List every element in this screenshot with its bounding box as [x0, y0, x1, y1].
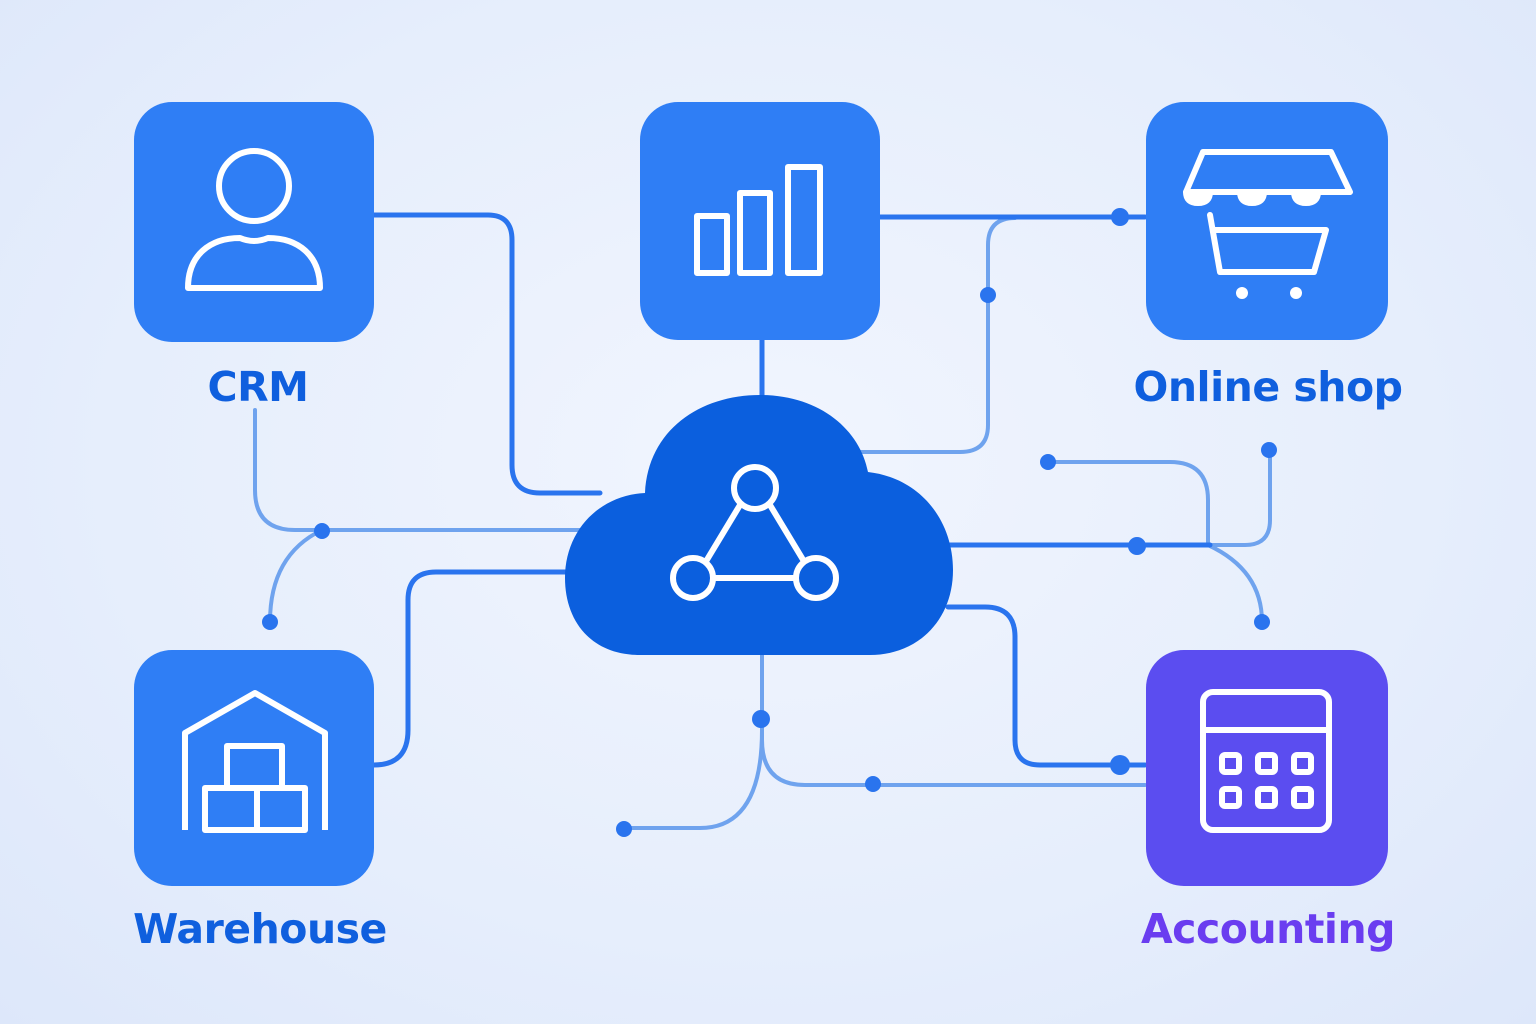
user-icon [185, 148, 323, 291]
crm-tile[interactable] [134, 102, 374, 342]
accounting-label: Accounting [1140, 905, 1396, 953]
connectors-dark [371, 212, 1213, 768]
warehouse-tile[interactable] [134, 650, 374, 886]
connectors-light [253, 216, 1272, 830]
analytics-tile[interactable] [640, 102, 880, 340]
warehouse-label: Warehouse [133, 905, 387, 953]
bar-chart-icon [694, 164, 823, 276]
junction-dots [262, 208, 1277, 837]
calculator-icon [1200, 689, 1332, 833]
cloud-network-icon[interactable] [565, 395, 953, 655]
online-shop-tile[interactable] [1146, 102, 1388, 340]
online-shop-label: Online shop [1133, 363, 1403, 411]
shop-cart-icon [1183, 149, 1353, 299]
crm-label: CRM [207, 363, 309, 411]
warehouse-icon [182, 690, 328, 833]
accounting-tile[interactable] [1146, 650, 1388, 886]
